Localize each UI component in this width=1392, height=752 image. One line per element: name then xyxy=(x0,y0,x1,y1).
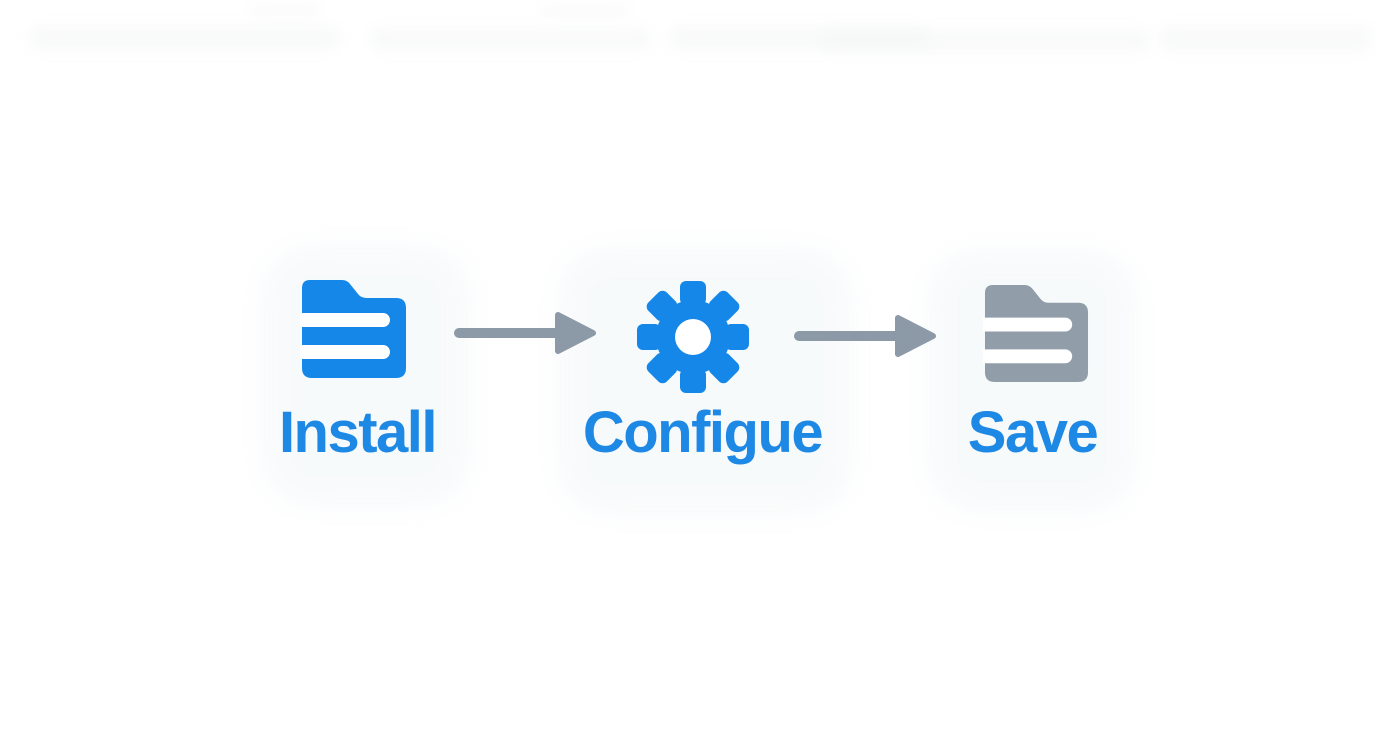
folder-icon xyxy=(983,284,1089,383)
folder-icon xyxy=(300,280,406,378)
step-label-save: Save xyxy=(967,400,1099,465)
folder-line xyxy=(300,345,390,359)
faded-text-artifact xyxy=(1160,26,1370,52)
folder-line xyxy=(983,317,1073,332)
gear-hole xyxy=(675,319,711,355)
faded-text-artifact xyxy=(820,30,1150,52)
arrow-head xyxy=(895,315,936,357)
faded-text-artifact xyxy=(30,26,340,50)
arrow-right-icon xyxy=(794,315,936,357)
folder-line xyxy=(300,313,390,327)
step-label-install: Install xyxy=(278,400,438,465)
faded-text-artifact xyxy=(540,6,630,16)
faded-text-artifact xyxy=(370,28,650,50)
folder-line xyxy=(983,349,1073,364)
step-label-configue: Configue xyxy=(582,400,824,465)
gear-icon xyxy=(637,281,749,393)
faded-text-artifact xyxy=(250,6,320,16)
folder-shape xyxy=(302,280,406,378)
arrow-head xyxy=(555,312,596,354)
arrow-right-icon xyxy=(454,312,596,354)
folder-shape xyxy=(984,284,1089,383)
